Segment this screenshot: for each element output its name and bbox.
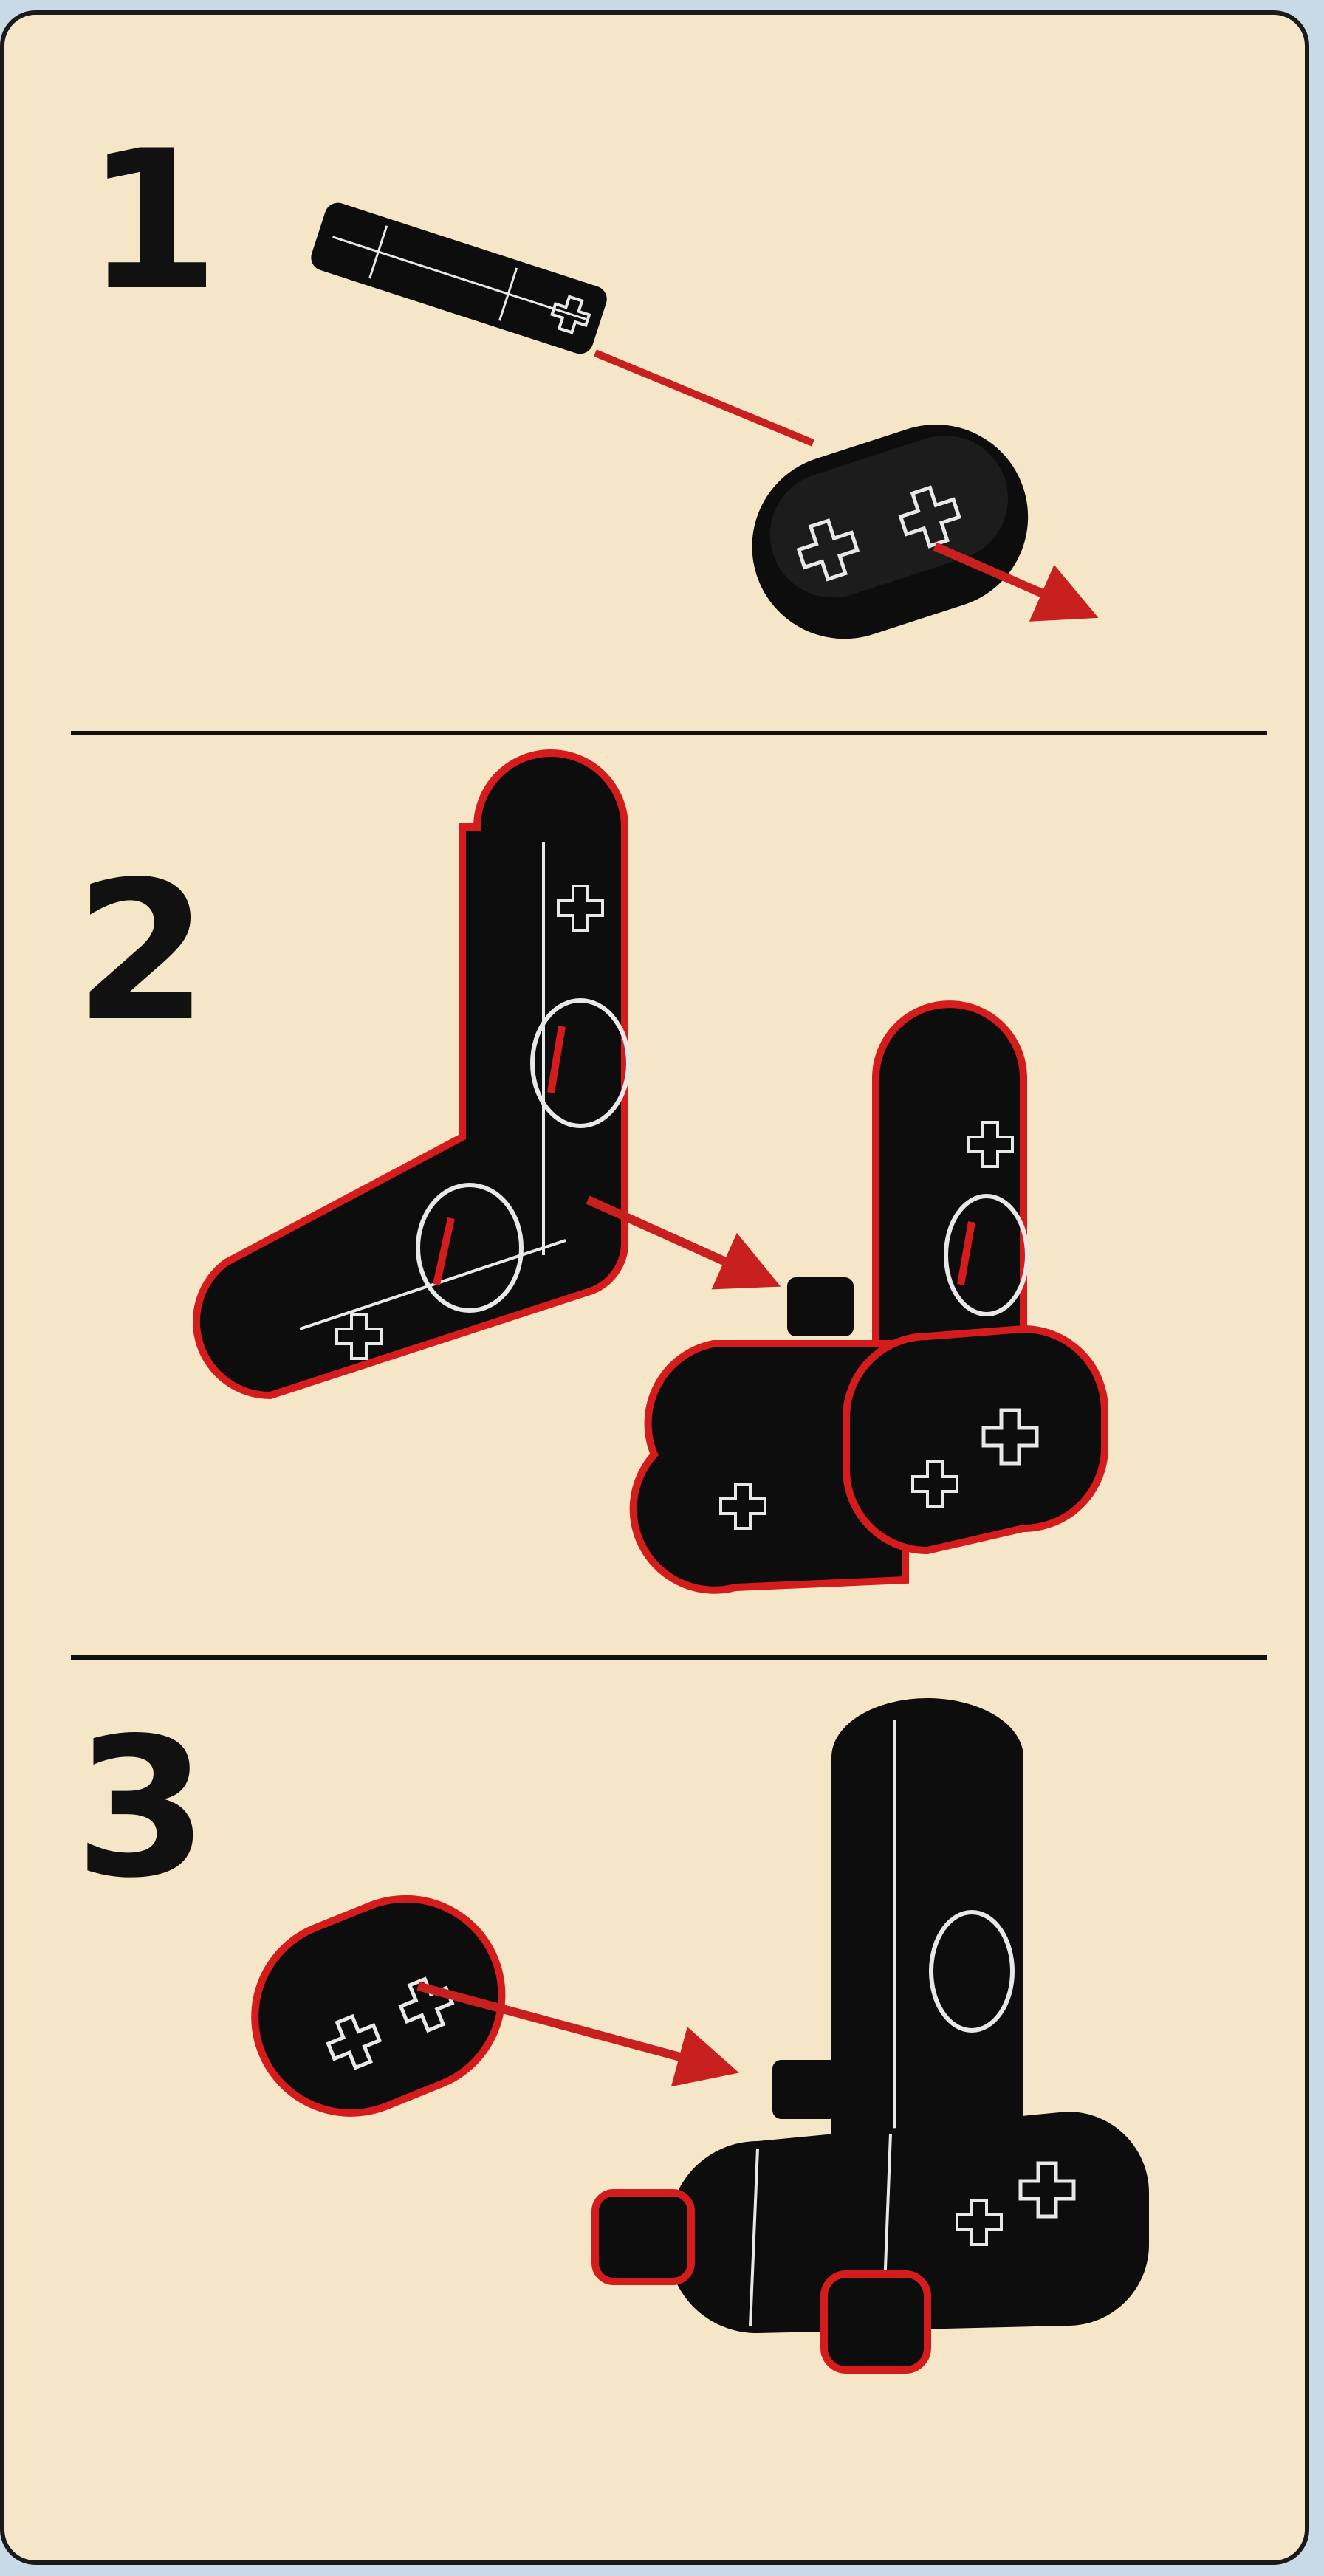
beam-icon	[846, 1329, 1105, 1550]
assembled-model-icon	[595, 1698, 1149, 2370]
step-2-illustration	[196, 753, 1105, 1590]
bushing-icon	[595, 2193, 691, 2281]
assembly-illustration	[4, 15, 1309, 2565]
beam-icon	[728, 401, 1052, 663]
axle-icon	[308, 199, 611, 357]
instruction-page: 1 2 3	[0, 10, 1309, 2565]
step-3-illustration	[226, 1698, 1149, 2370]
arrow-icon	[595, 353, 813, 443]
bushing-icon	[824, 2274, 927, 2370]
step-1-illustration	[308, 199, 1053, 663]
pin-icon	[787, 1277, 854, 1336]
l-beam-icon	[196, 753, 628, 1395]
